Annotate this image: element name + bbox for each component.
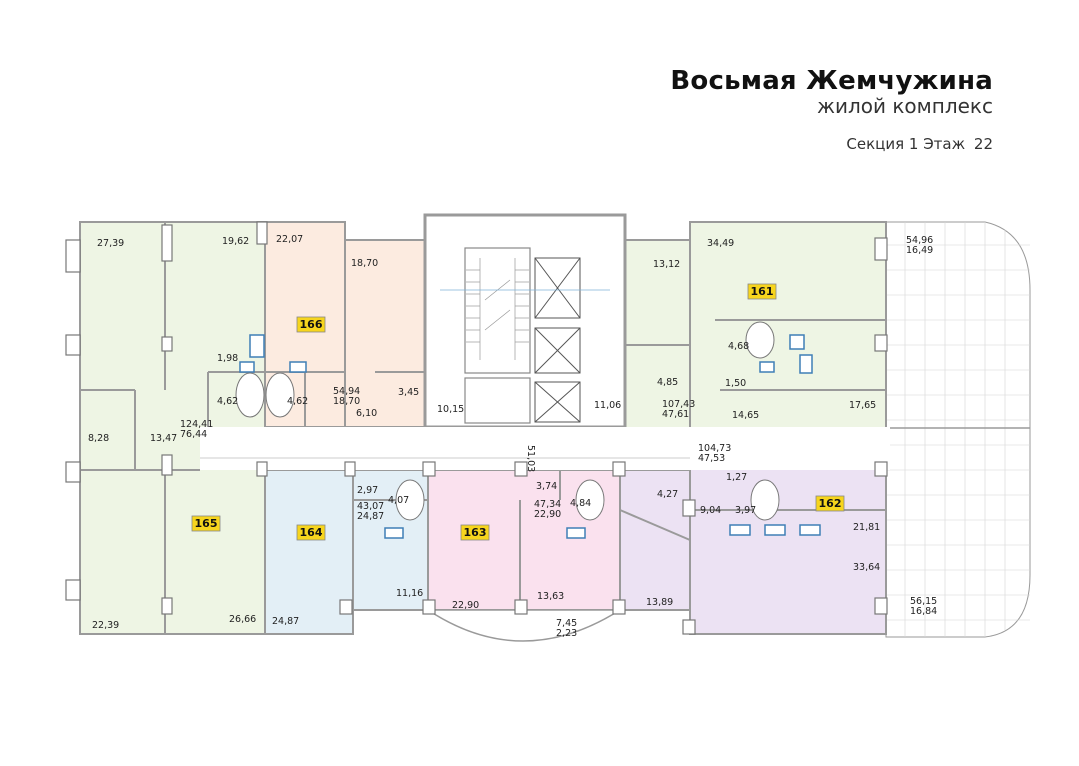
apartment-number-164: 164: [300, 526, 323, 539]
area-label: 17,65: [849, 400, 876, 411]
apartment-number-162: 162: [819, 497, 842, 510]
area-label: 54,94: [333, 386, 360, 397]
area-label: 22,90: [534, 509, 561, 520]
area-label: 47,53: [698, 453, 725, 464]
columns: [65, 221, 888, 635]
apartment-badges: 166 161 165 164 163 162: [191, 283, 845, 541]
area-label: 3,45: [398, 387, 419, 398]
complex-title: Восьмая Жемчужина: [670, 66, 993, 96]
balcony-163: [425, 609, 623, 642]
area-label: 1,98: [217, 353, 238, 364]
area-label: 24,87: [272, 616, 299, 627]
area-label: 7,45: [556, 618, 577, 629]
area-label: 22,39: [92, 620, 119, 631]
area-label: 104,73: [698, 443, 731, 454]
title-block: Восьмая Жемчужина жилой комплекс: [670, 66, 993, 118]
apartment-number-166: 166: [300, 318, 323, 331]
area-label: 4,62: [217, 396, 238, 407]
apartment-164-area-a: [264, 469, 354, 635]
area-label: 54,96: [906, 235, 933, 246]
area-label: 56,15: [910, 596, 937, 607]
apartment-number-161: 161: [751, 285, 774, 298]
area-label: 9,04: [700, 505, 721, 516]
area-label: 24,87: [357, 511, 384, 522]
section-floor-label: Секция 1 Этаж 22: [842, 135, 993, 153]
section-label: Секция 1 Этаж: [846, 135, 966, 153]
area-label: 47,61: [662, 409, 689, 420]
area-label: 47,34: [534, 499, 561, 510]
area-label: 22,90: [452, 600, 479, 611]
room-area-labels: 27,39 19,62 22,07 18,70 1,98 4,62 4,62 5…: [88, 234, 937, 639]
area-label: 19,62: [222, 236, 249, 247]
area-label: 4,07: [388, 495, 409, 506]
area-label: 11,16: [396, 588, 423, 599]
area-label: 21,81: [853, 522, 880, 533]
terrace-grid: [886, 222, 1030, 637]
area-label: 33,64: [853, 562, 880, 573]
area-label: 10,15: [437, 404, 464, 415]
apartment-number-165: 165: [195, 517, 218, 530]
area-label: 3,74: [536, 481, 557, 492]
area-label: 18,70: [333, 396, 360, 407]
elevator-shafts: [534, 257, 581, 423]
area-label: 16,84: [910, 606, 937, 617]
area-label: 4,84: [570, 498, 591, 509]
area-label: 2,97: [357, 485, 378, 496]
area-label: 34,49: [707, 238, 734, 249]
area-label: 8,28: [88, 433, 109, 444]
stair-steps: [466, 258, 529, 360]
area-label: 3,97: [735, 505, 756, 516]
apartment-number-163: 163: [464, 526, 487, 539]
area-label: 13,89: [646, 597, 673, 608]
area-label: 76,44: [180, 429, 207, 440]
area-label: 1,50: [725, 378, 746, 389]
area-label: 4,27: [657, 489, 678, 500]
apartment-162-area-a: [619, 469, 691, 611]
area-label: 4,85: [657, 377, 678, 388]
area-label: 51,03: [525, 445, 536, 472]
bathroom-fixtures: [239, 334, 821, 539]
area-label: 11,06: [594, 400, 621, 411]
area-label: 13,63: [537, 591, 564, 602]
corridor: [200, 427, 890, 470]
area-label: 2,23: [556, 628, 577, 639]
floor-number: 22: [973, 135, 993, 153]
apartment-161-area-b: [689, 221, 887, 429]
area-label: 16,49: [906, 245, 933, 256]
area-label: 26,66: [229, 614, 256, 625]
staircase: [464, 247, 531, 374]
area-label: 6,10: [356, 408, 377, 419]
bathtubs: [235, 321, 780, 521]
apartment-161-area-a: [624, 239, 691, 429]
area-label: 27,39: [97, 238, 124, 249]
area-label: 14,65: [732, 410, 759, 421]
area-label: 107,43: [662, 399, 695, 410]
area-label: 18,70: [351, 258, 378, 269]
complex-subtitle: жилой комплекс: [816, 94, 993, 118]
area-label: 43,07: [357, 501, 384, 512]
area-label: 13,12: [653, 259, 680, 270]
area-label: 22,07: [276, 234, 303, 245]
area-label: 13,47: [150, 433, 177, 444]
terrace: [885, 221, 1031, 638]
area-label: 1,27: [726, 472, 747, 483]
area-label: 4,68: [728, 341, 749, 352]
area-label: 4,62: [287, 396, 308, 407]
area-label: 124,41: [180, 419, 213, 430]
